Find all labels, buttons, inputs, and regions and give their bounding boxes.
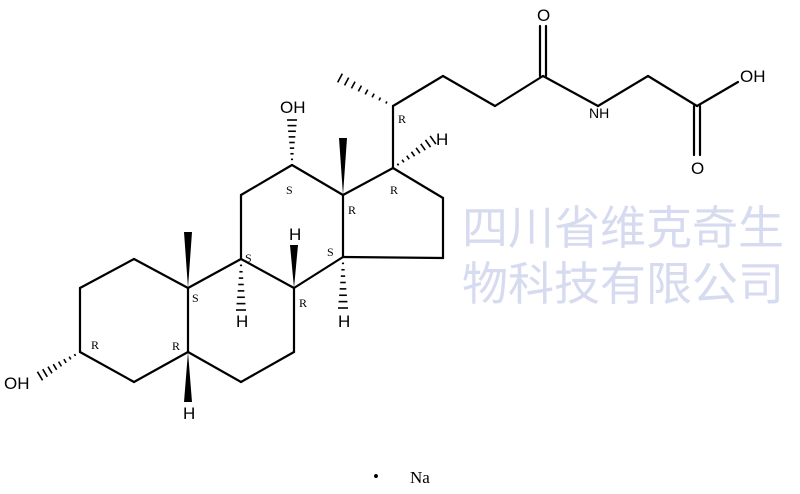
stereo-c20: R [398, 112, 406, 126]
hash-c14-h [338, 262, 348, 309]
counterion-dot: • [373, 467, 379, 486]
hash-stroke [429, 135, 437, 145]
atom-h-c5: H [183, 404, 195, 423]
wedge-c10-methyl [184, 232, 192, 288]
bond-c10-c9 [186, 257, 243, 290]
hash-stroke [47, 366, 53, 374]
bond-c6-c5 [186, 350, 243, 384]
hash-stroke [396, 163, 400, 166]
hash-stroke [73, 353, 77, 357]
bond-acid-oh [695, 80, 740, 108]
atom-h-c9: H [236, 312, 248, 331]
atom-h-c17: H [436, 130, 448, 149]
hash-c17-h [396, 135, 437, 166]
bond-c20-c22 [391, 74, 445, 108]
bond-c14-c8 [292, 255, 345, 290]
atom-h-c8: H [289, 225, 301, 244]
hash-stroke [385, 101, 388, 104]
hash-stroke [57, 361, 63, 367]
atom-o-amide: O [537, 6, 550, 25]
hash-stroke [406, 155, 410, 160]
bond-c4-c5 [132, 350, 190, 384]
hash-stroke [415, 147, 421, 154]
bonds [36, 24, 740, 402]
stereo-c5: R [172, 339, 180, 353]
wedge-c8-h [290, 245, 298, 288]
hash-c12-oh [287, 119, 297, 161]
hash-c20-methyl [336, 73, 388, 104]
atom-oh-c12: OH [280, 98, 306, 117]
hash-stroke [401, 159, 405, 163]
hash-stroke [364, 89, 369, 95]
atom-nh: NH [589, 105, 609, 121]
stereo-c17: R [390, 183, 398, 197]
stereo-c9: S [245, 251, 252, 265]
atom-oh-c3: OH [4, 374, 30, 393]
bond-c7-c6 [239, 350, 296, 384]
hash-stroke [68, 356, 72, 360]
bond-c3-c4 [78, 350, 136, 384]
hash-stroke [343, 77, 350, 86]
bond-c22-c23 [441, 74, 497, 108]
hash-stroke [336, 73, 344, 83]
counterion-na: Na [410, 468, 430, 487]
bond-c17-c16 [391, 166, 445, 200]
stereo-c8: R [299, 296, 307, 310]
wedge-c13-methyl [339, 138, 347, 195]
hash-stroke [378, 97, 382, 101]
hash-stroke [424, 139, 432, 148]
stereo-c12: S [286, 183, 293, 197]
hash-stroke [357, 85, 363, 92]
hash-stroke [63, 358, 67, 364]
bond-c1-c2 [78, 257, 136, 290]
stereo-c14: S [327, 245, 334, 259]
atom-h-c14: H [338, 312, 350, 331]
hash-stroke [420, 143, 426, 151]
stereo-c13: R [348, 203, 356, 217]
watermark: 四川省维克奇生物科技有限公司 [462, 201, 784, 311]
stereo-labels: R R S S R S R S R R [91, 112, 406, 353]
bond-c23-c24 [493, 74, 545, 108]
stereo-c3: R [91, 338, 99, 352]
bond-c24-n [541, 74, 600, 108]
hash-stroke [36, 371, 44, 381]
hash-c9-h [236, 264, 246, 311]
hash-stroke [52, 363, 58, 371]
atom-labels: OH OH H H H H H O NH OH O [4, 6, 766, 423]
atom-o-acid: O [691, 159, 704, 178]
bond-c25-c26 [646, 74, 699, 108]
wedge-c5-h [184, 352, 192, 402]
bond-c10-c1 [132, 257, 190, 290]
bond-c9-c8 [239, 257, 296, 290]
atom-oh-acid: OH [740, 67, 766, 86]
bond-c13-c17 [341, 166, 395, 197]
hash-stroke [410, 151, 416, 157]
hash-c3-oh [36, 353, 77, 381]
hash-stroke [42, 368, 48, 378]
bond-c11-c12 [239, 163, 294, 197]
stereo-c10: S [192, 291, 199, 305]
bond-n-c25 [596, 74, 650, 108]
hash-stroke [371, 93, 375, 98]
bond-c12-c13 [290, 163, 345, 197]
hash-stroke [350, 81, 356, 89]
bond-c15-c14 [341, 255, 445, 260]
